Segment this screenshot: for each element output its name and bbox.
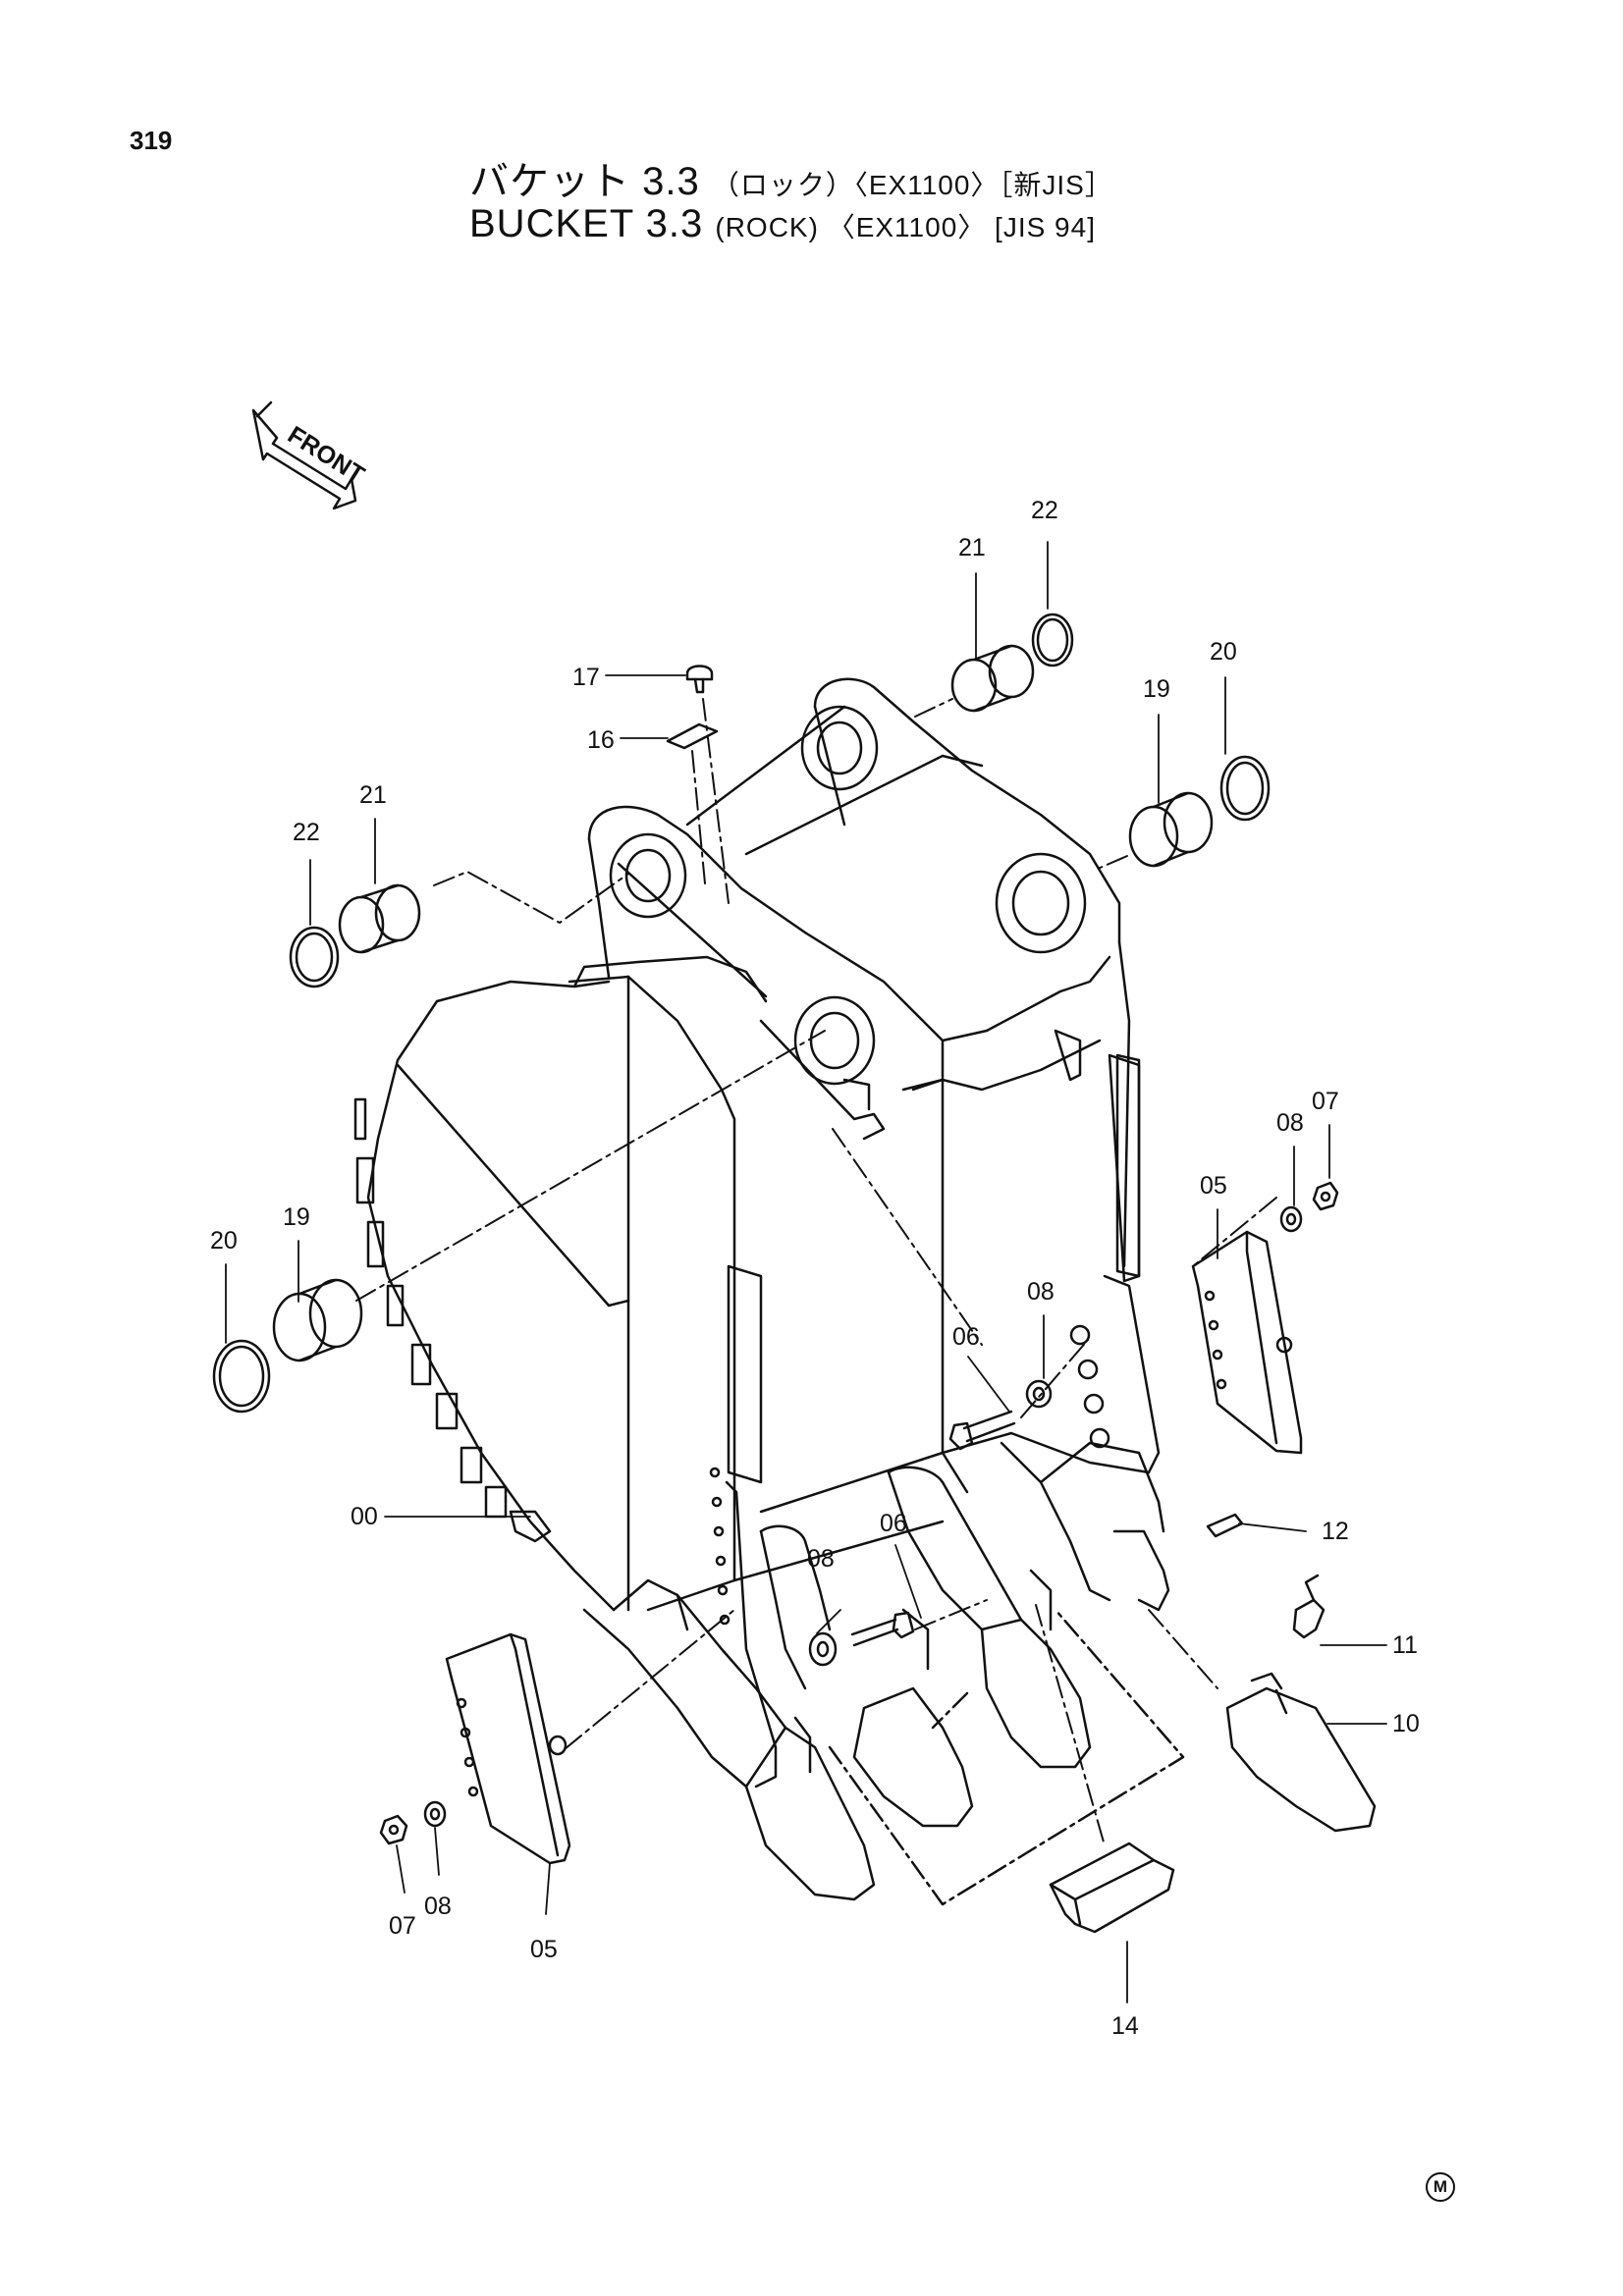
wear-plate-14 [1049, 1842, 1175, 1934]
nut-07-right [1312, 1181, 1339, 1211]
bush-21-lower [338, 883, 421, 954]
leader-lines [225, 541, 1387, 2003]
title-en-main: BUCKET 3.3 [469, 202, 704, 245]
alignment-lines [355, 698, 1277, 1846]
part-label-19: 19 [283, 1203, 310, 1231]
part-label-21: 21 [958, 534, 986, 561]
part-label-07: 07 [389, 1912, 416, 1940]
plate-16 [666, 722, 719, 750]
lock-11 [1292, 1574, 1325, 1639]
washer-08-mid [1025, 1379, 1053, 1409]
part-label-22: 22 [1031, 497, 1058, 524]
part-label-21: 21 [359, 781, 387, 809]
title-japanese: バケット 3.3 （ロック）〈EX1100〉［新JIS］ [469, 149, 1113, 206]
part-label-12: 12 [1322, 1518, 1349, 1545]
part-label-07: 07 [1312, 1088, 1339, 1115]
part-label-22: 22 [293, 819, 320, 846]
title-jp-main: バケット 3.3 [469, 160, 700, 203]
nut-07-left [379, 1814, 408, 1845]
title-jp-type: （ロック）〈EX1100〉［新JIS］ [711, 170, 1113, 200]
tooth-10 [1225, 1672, 1377, 1833]
ring-22-lower [289, 926, 340, 988]
bucket-body [353, 677, 1185, 1906]
bush-19-upper [1128, 791, 1214, 868]
part-label-08: 08 [807, 1545, 835, 1573]
bush-21-upper [950, 644, 1035, 713]
part-label-05: 05 [530, 1936, 558, 1963]
part-label-20: 20 [210, 1227, 238, 1255]
title-en-type: (ROCK) 〈EX1100〉 [JIS 94] [715, 212, 1096, 242]
registered-mark-icon: M [1426, 2172, 1455, 2202]
bolt-06-upper [948, 1410, 1016, 1451]
ring-20-lower [212, 1339, 271, 1414]
part-label-08: 08 [1027, 1278, 1055, 1306]
part-label-00: 00 [351, 1503, 378, 1530]
side-cutter-05-left [445, 1632, 571, 1865]
part-labels: 22 21 20 19 17 16 21 22 07 08 05 19 20 0… [210, 497, 1420, 2040]
part-label-06: 06 [880, 1510, 907, 1537]
part-label-16: 16 [587, 726, 615, 754]
part-label-17: 17 [572, 664, 600, 691]
front-arrow-icon: FRONT [251, 400, 369, 510]
ring-20-upper [1219, 755, 1271, 822]
part-label-10: 10 [1392, 1710, 1420, 1737]
part-label-11: 11 [1392, 1631, 1418, 1659]
washer-08-left [423, 1800, 447, 1828]
part-label-06: 06 [952, 1323, 980, 1351]
part-label-20: 20 [1210, 638, 1237, 666]
front-arrow-label: FRONT [283, 421, 369, 489]
part-label-05: 05 [1200, 1172, 1227, 1200]
bolt-06-lower [850, 1611, 915, 1647]
bush-19-lower [272, 1278, 363, 1362]
title-english: BUCKET 3.3 (ROCK) 〈EX1100〉 [JIS 94] [469, 202, 1096, 246]
part-label-08: 08 [424, 1893, 452, 1920]
part-label-19: 19 [1143, 675, 1170, 703]
washer-08-right-top [1279, 1205, 1303, 1233]
pin-12 [1206, 1513, 1244, 1538]
page-number: 319 [130, 126, 173, 155]
part-label-08: 08 [1276, 1109, 1304, 1137]
washer-08-lower-mid [808, 1631, 838, 1667]
bolt-17 [685, 665, 714, 694]
side-cutter-05-right [1191, 1230, 1303, 1455]
ring-22-upper [1031, 613, 1074, 667]
part-label-14: 14 [1111, 2012, 1139, 2040]
